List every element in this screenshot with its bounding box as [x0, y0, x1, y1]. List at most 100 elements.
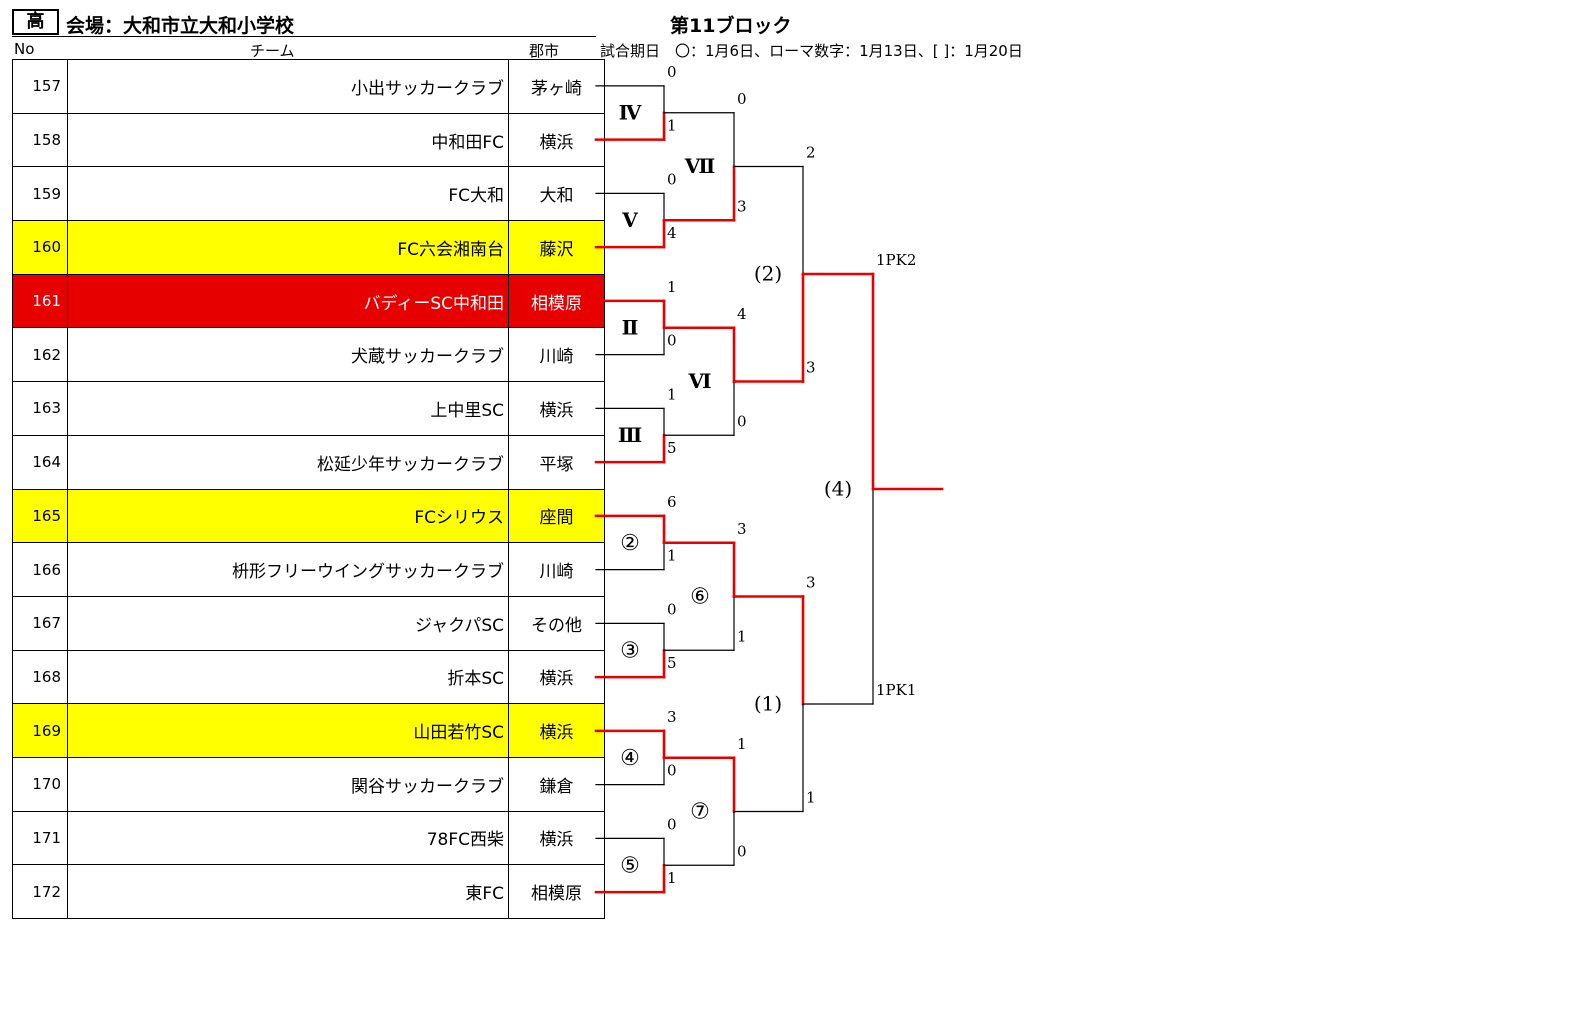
- team-city: 平塚: [508, 434, 605, 490]
- match-score: 4: [737, 305, 747, 323]
- venue-title: 会場：大和市立大和小学校: [66, 15, 295, 37]
- match-score: 0: [737, 842, 747, 860]
- match-score: 5: [667, 439, 677, 457]
- match-score: 1PK2: [876, 251, 916, 269]
- match-score: 0: [667, 63, 677, 81]
- match-score: 6: [667, 493, 677, 511]
- match-score: 1: [667, 117, 677, 135]
- level-badge: 高: [12, 9, 59, 35]
- team-city: 相模原: [508, 864, 605, 919]
- match-label: (2): [754, 262, 782, 286]
- match-label: Ⅲ: [618, 423, 642, 447]
- match-label: ⑤: [620, 853, 640, 878]
- match-score: 0: [737, 412, 747, 430]
- match-score: 3: [737, 520, 747, 538]
- match-label: Ⅱ: [622, 315, 639, 339]
- match-score: 3: [667, 708, 677, 726]
- match-score: 0: [667, 332, 677, 350]
- schedule-legend: 試合期日 〇：1月6日、ローマ数字：1月13日、[ ]：1月20日: [600, 42, 1023, 60]
- match-score: 1: [667, 547, 677, 565]
- team-number: 166: [12, 542, 68, 597]
- team-number: 171: [12, 810, 68, 866]
- match-label: (4): [824, 477, 852, 501]
- match-score: 0: [667, 170, 677, 188]
- block-title: 第11ブロック: [670, 15, 792, 37]
- match-score: 3: [806, 574, 816, 592]
- match-label: Ⅴ: [621, 208, 638, 232]
- team-number: 159: [12, 166, 68, 222]
- team-name: 上中里SC: [67, 381, 509, 436]
- team-number: 165: [12, 488, 68, 544]
- match-label: ②: [620, 531, 640, 556]
- match-score: 0: [667, 762, 677, 780]
- team-city: 大和: [508, 166, 605, 222]
- match-score: 1: [806, 789, 816, 807]
- team-number: 161: [12, 273, 68, 329]
- match-label: ⑦: [690, 800, 710, 825]
- team-name: 東FC: [67, 864, 509, 919]
- match-score: 1PK1: [876, 681, 916, 699]
- team-city: 相模原: [508, 273, 605, 329]
- match-label: ⑥: [690, 585, 710, 610]
- match-score: 2: [806, 144, 816, 162]
- team-number: 167: [12, 595, 68, 651]
- match-score: 1: [667, 278, 677, 296]
- match-score: 1: [737, 627, 747, 645]
- match-score: 4: [667, 224, 677, 242]
- match-score: 0: [667, 600, 677, 618]
- team-name: 犬蔵サッカークラブ: [67, 327, 509, 383]
- team-name: バディーSC中和田: [67, 273, 509, 329]
- team-name: 松延少年サッカークラブ: [67, 434, 509, 490]
- match-score: 1: [667, 869, 677, 887]
- team-number: 163: [12, 381, 68, 436]
- team-number: 170: [12, 756, 68, 812]
- match-score: 3: [806, 359, 816, 377]
- team-name: FCシリウス: [67, 488, 509, 544]
- match-score: 1: [737, 735, 747, 753]
- title-underline: [12, 36, 596, 37]
- match-score: 3: [737, 197, 747, 215]
- team-city: 横浜: [508, 112, 605, 168]
- team-city: 座間: [508, 488, 605, 544]
- match-label: Ⅵ: [688, 369, 712, 393]
- team-number: 172: [12, 864, 68, 919]
- team-name: 山田若竹SC: [67, 703, 509, 758]
- match-label: Ⅳ: [619, 100, 642, 124]
- column-header-no: No: [14, 40, 35, 58]
- team-name: 折本SC: [67, 649, 509, 705]
- team-number: 162: [12, 327, 68, 383]
- match-score: 0: [667, 815, 677, 833]
- match-label: ③: [620, 638, 640, 663]
- team-number: 158: [12, 112, 68, 168]
- team-city: 藤沢: [508, 220, 605, 275]
- match-score: 0: [737, 90, 747, 108]
- column-header-city: 郡市: [529, 42, 560, 60]
- team-city: 横浜: [508, 381, 605, 436]
- team-name: 関谷サッカークラブ: [67, 756, 509, 812]
- match-label: ④: [620, 746, 640, 771]
- team-number: 164: [12, 434, 68, 490]
- match-label: (1): [754, 692, 782, 716]
- team-number: 168: [12, 649, 68, 705]
- column-header-team: チーム: [250, 42, 295, 60]
- match-score: 5: [667, 654, 677, 672]
- team-city: その他: [508, 595, 605, 651]
- match-label: Ⅶ: [684, 154, 716, 178]
